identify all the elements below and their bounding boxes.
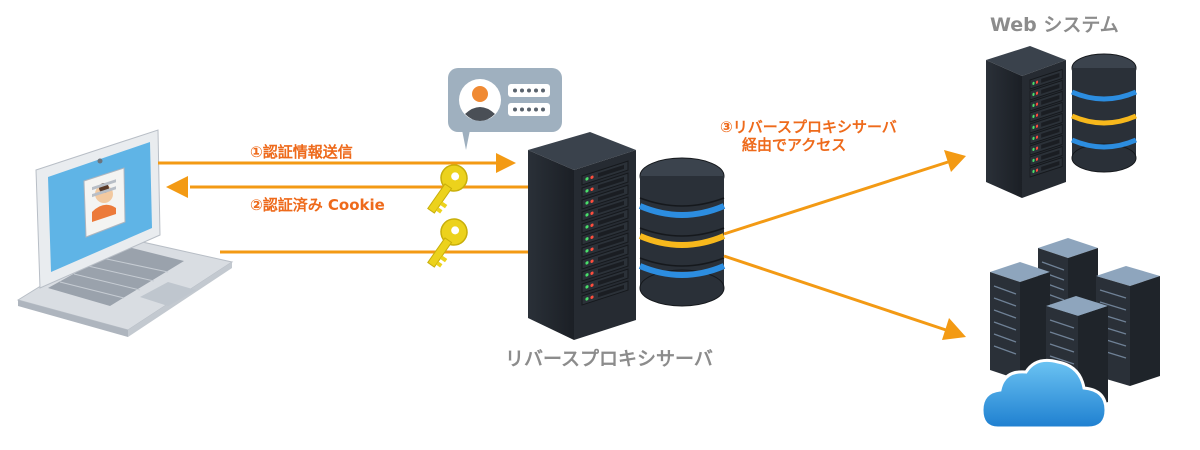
arrow-send-credentials xyxy=(158,153,516,173)
id-card-icon xyxy=(83,167,126,238)
database-icon xyxy=(1070,53,1138,173)
key-icon xyxy=(427,164,468,214)
speech-bubble-icon xyxy=(448,68,562,150)
arrow-to-web-system xyxy=(723,150,966,236)
step3-label-line2: 経由でアクセス xyxy=(742,136,847,154)
key-icon xyxy=(427,218,468,268)
server-rack-icon xyxy=(986,46,1066,198)
arrow-to-cloud-cluster xyxy=(723,254,966,340)
database-icon xyxy=(638,157,726,307)
server-rack-icon xyxy=(528,132,636,340)
user-avatar-icon xyxy=(459,79,501,121)
password-field-icon xyxy=(508,84,550,116)
keyboard xyxy=(48,246,184,306)
step2-label: ②認証済み Cookie xyxy=(250,196,385,214)
step1-label: ①認証情報送信 xyxy=(250,143,353,161)
proxy-server-label: リバースプロキシサーバ xyxy=(505,348,713,370)
web-system-label: Web システム xyxy=(990,14,1119,36)
step3-label-line1: ③リバースプロキシサーバ xyxy=(720,118,897,136)
cloud-icon xyxy=(980,358,1108,430)
laptop-icon xyxy=(16,129,234,337)
arrow-return-cookie xyxy=(166,176,528,198)
